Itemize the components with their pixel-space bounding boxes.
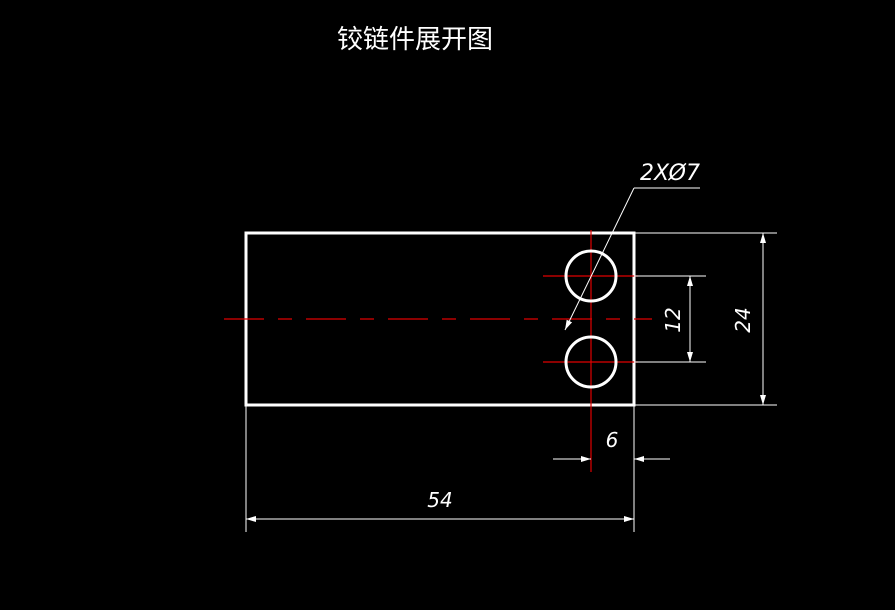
dimension-hole-spacing [634, 275, 706, 363]
hole-callout-text: 2XØ7 [640, 161, 700, 186]
hole-callout-leader [564, 187, 700, 331]
dimension-edge-offset-text: 6 [606, 428, 619, 452]
dimension-height-text: 24 [731, 307, 755, 332]
dimension-length-text: 54 [427, 488, 452, 512]
hole-bottom [564, 335, 618, 389]
dimension-edge-offset [553, 405, 670, 472]
drawing-title: 铰链件展开图 [337, 25, 493, 55]
dimension-height [634, 232, 777, 406]
hole-top [564, 249, 618, 303]
dimension-length [245, 405, 635, 532]
dimension-hole-spacing-text: 12 [661, 307, 685, 332]
